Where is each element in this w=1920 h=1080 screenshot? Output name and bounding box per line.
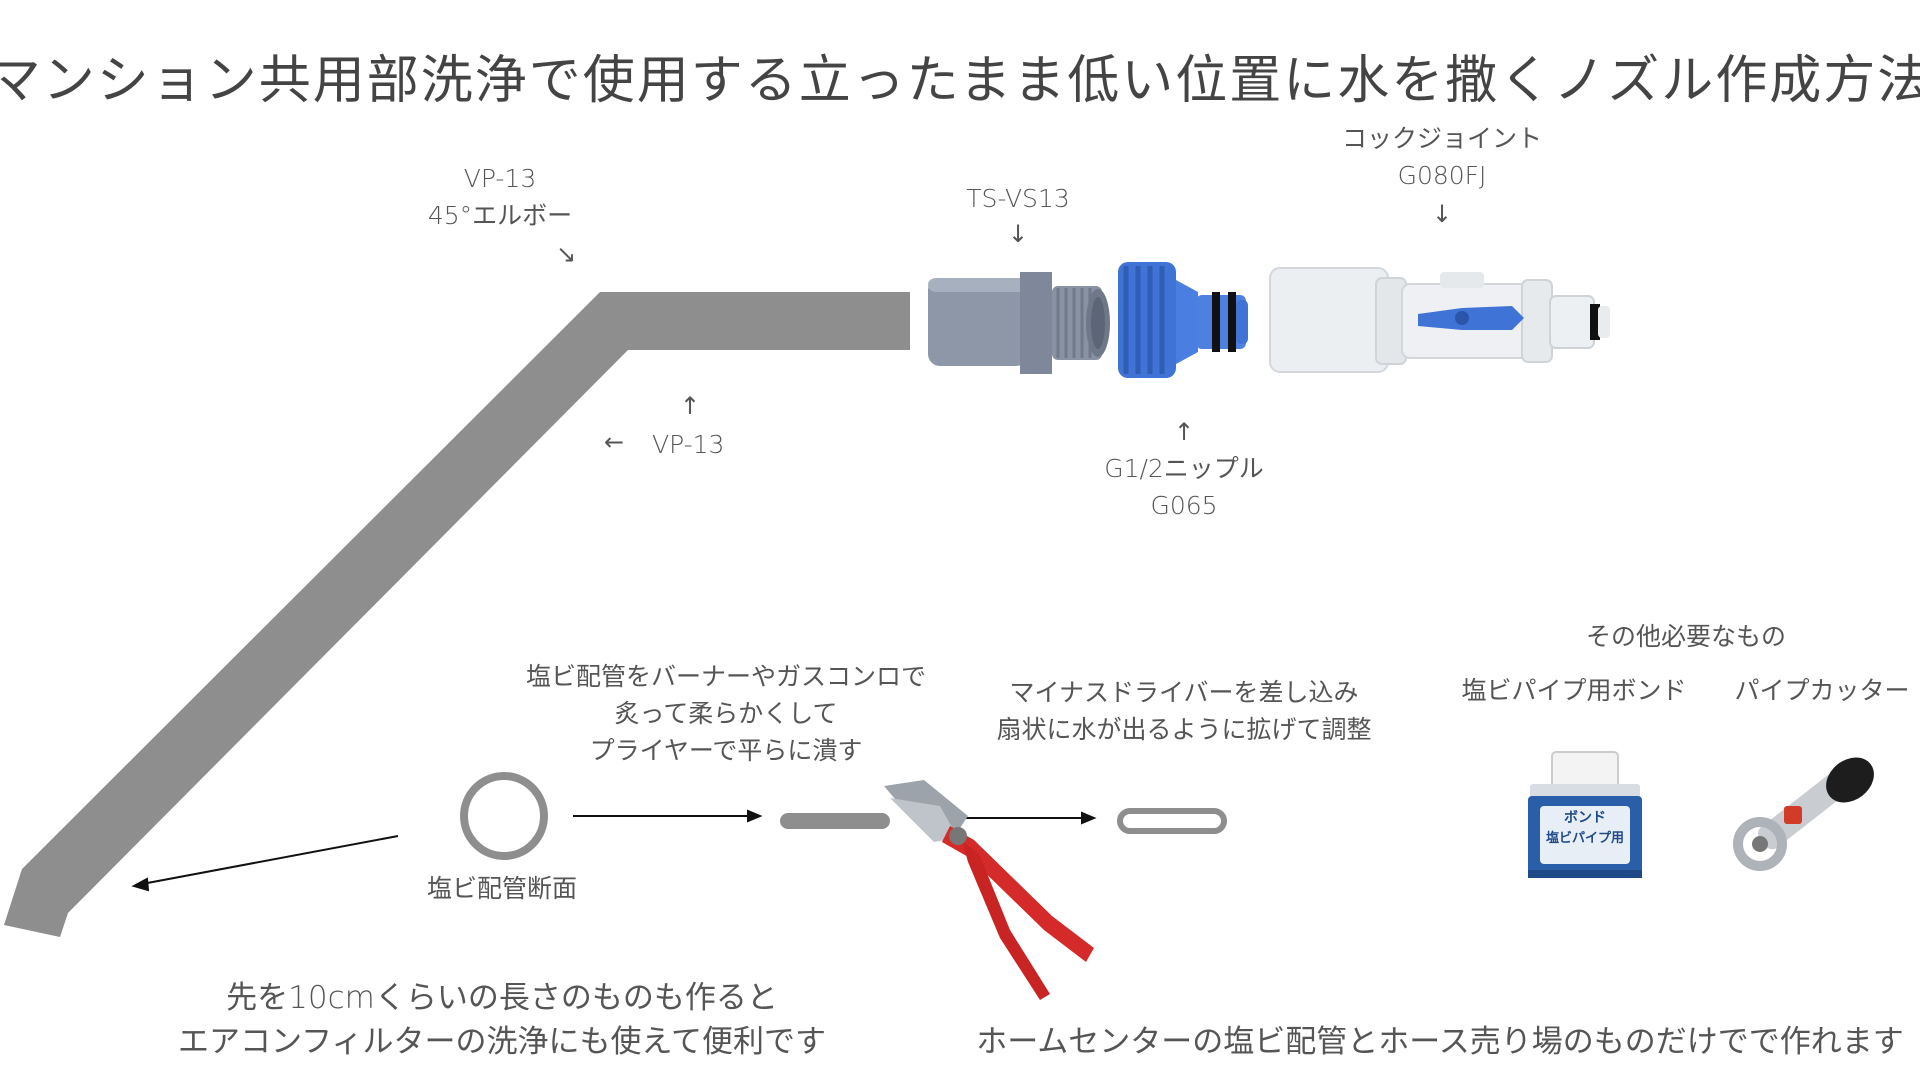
opened-slit-shape bbox=[1117, 808, 1227, 834]
elbow-label: VP-13 45°エルボー bbox=[428, 160, 572, 234]
tip-text: 先を10cmくらいの長さのものも作ると エアコンフィルターの洗浄にも使えて便利で… bbox=[178, 976, 826, 1064]
tsvs-arrow: ↓ bbox=[1007, 220, 1029, 248]
bond-label: 塩ビパイプ用ボンド bbox=[1461, 676, 1687, 705]
nipple-label-line1: G1/2ニップル bbox=[1104, 454, 1264, 483]
nipple-label-line2: G065 bbox=[1150, 491, 1218, 520]
bond-can-sublabel: 塩ビパイプ用 bbox=[1546, 830, 1624, 846]
step2-line1: マイナスドライバーを差し込み bbox=[1009, 678, 1359, 707]
step2-text: マイナスドライバーを差し込み 扇状に水が出るように拡げて調整 bbox=[996, 674, 1371, 748]
bond-can-label: ボンド bbox=[1564, 810, 1606, 826]
cock-joint-arrow: ↓ bbox=[1431, 200, 1453, 228]
cock-joint-label-line2: G080FJ bbox=[1397, 161, 1487, 190]
tsvs13-fitting bbox=[928, 272, 1110, 374]
step1-line1: 塩ビ配管をバーナーやガスコンロで bbox=[525, 662, 927, 691]
nipple-label: G1/2ニップル G065 bbox=[1104, 450, 1264, 524]
pipe-cutter-icon bbox=[1733, 757, 1874, 871]
pliers-icon bbox=[884, 780, 1094, 1000]
nipple-arrow: ↑ bbox=[1173, 418, 1195, 446]
cutter-label: パイプカッター bbox=[1734, 676, 1910, 705]
pipe-up-arrow: ↑ bbox=[679, 392, 701, 420]
tsvs-label: TS-VS13 bbox=[966, 184, 1070, 213]
flow-arrows bbox=[131, 809, 1097, 892]
step1-line2: 炙って柔らかくして bbox=[614, 699, 838, 728]
pvc-bond-can-icon bbox=[1528, 751, 1642, 878]
elbow-label-line2: 45°エルボー bbox=[427, 201, 573, 230]
footer-text: ホームセンターの塩ビ配管とホース売り場のものだけでで作れます bbox=[976, 1024, 1904, 1060]
pipe-label: VP-13 bbox=[652, 430, 725, 459]
others-heading: その他必要なもの bbox=[1585, 622, 1787, 651]
nozzle-pipe bbox=[4, 292, 910, 937]
g080fj-cock-joint bbox=[1269, 267, 1610, 373]
step1-text: 塩ビ配管をバーナーやガスコンロで 炙って柔らかくして プライヤーで平らに潰す bbox=[526, 658, 926, 769]
g065-nipple bbox=[1118, 262, 1248, 378]
tip-line1: 先を10cmくらいの長さのものも作ると bbox=[226, 980, 778, 1016]
elbow-arrow: ↘ bbox=[556, 240, 577, 268]
page-title: マンション共用部洗浄で使用する立ったまま低い位置に水を撒くノズル作成方法 bbox=[0, 51, 1920, 111]
step2-line2: 扇状に水が出るように拡げて調整 bbox=[996, 715, 1372, 744]
flattened-pipe-shape bbox=[780, 813, 890, 829]
cross-section-label: 塩ビ配管断面 bbox=[426, 874, 578, 903]
tip-line2: エアコンフィルターの洗浄にも使えて便利です bbox=[178, 1024, 826, 1060]
cock-joint-label: コックジョイント G080FJ bbox=[1342, 120, 1542, 194]
pipe-left-arrow: ← bbox=[604, 428, 625, 456]
cock-joint-label-line1: コックジョイント bbox=[1341, 124, 1543, 153]
step1-line3: プライヤーで平らに潰す bbox=[589, 736, 863, 765]
elbow-label-line1: VP-13 bbox=[463, 164, 537, 193]
pipe-cross-section-icon bbox=[460, 772, 548, 860]
